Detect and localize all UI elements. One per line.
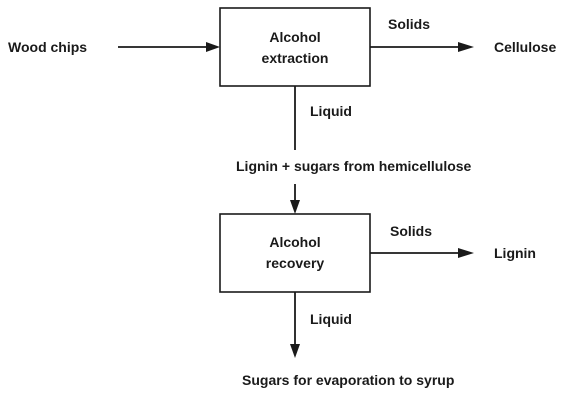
wood-chips-arrowhead xyxy=(206,42,220,52)
intermediate-stream-label: Lignin + sugars from hemicellulose xyxy=(236,158,472,174)
liquid-bottom-arrowhead xyxy=(290,344,300,358)
solids-top-label: Solids xyxy=(388,16,430,32)
liquid-bottom-label: Liquid xyxy=(310,311,352,327)
sugars-output-label: Sugars for evaporation to syrup xyxy=(242,372,454,388)
liquid-top-label: Liquid xyxy=(310,103,352,119)
intermediate-arrowhead xyxy=(290,200,300,214)
alcohol-recovery-box xyxy=(219,213,371,293)
solids-bottom-label: Solids xyxy=(390,223,432,239)
solids-top-arrowhead xyxy=(458,42,474,52)
alcohol-extraction-box xyxy=(219,7,371,87)
wood-chips-label: Wood chips xyxy=(8,39,87,55)
solids-bottom-arrowhead xyxy=(458,248,474,258)
alcohol-extraction-label-line1: Alcohol xyxy=(269,29,320,45)
alcohol-recovery-label-line1: Alcohol xyxy=(269,234,320,250)
alcohol-recovery-label-line2: recovery xyxy=(266,255,325,271)
cellulose-label: Cellulose xyxy=(494,39,556,55)
alcohol-extraction-label-line2: extraction xyxy=(262,50,329,66)
lignin-label: Lignin xyxy=(494,245,536,261)
